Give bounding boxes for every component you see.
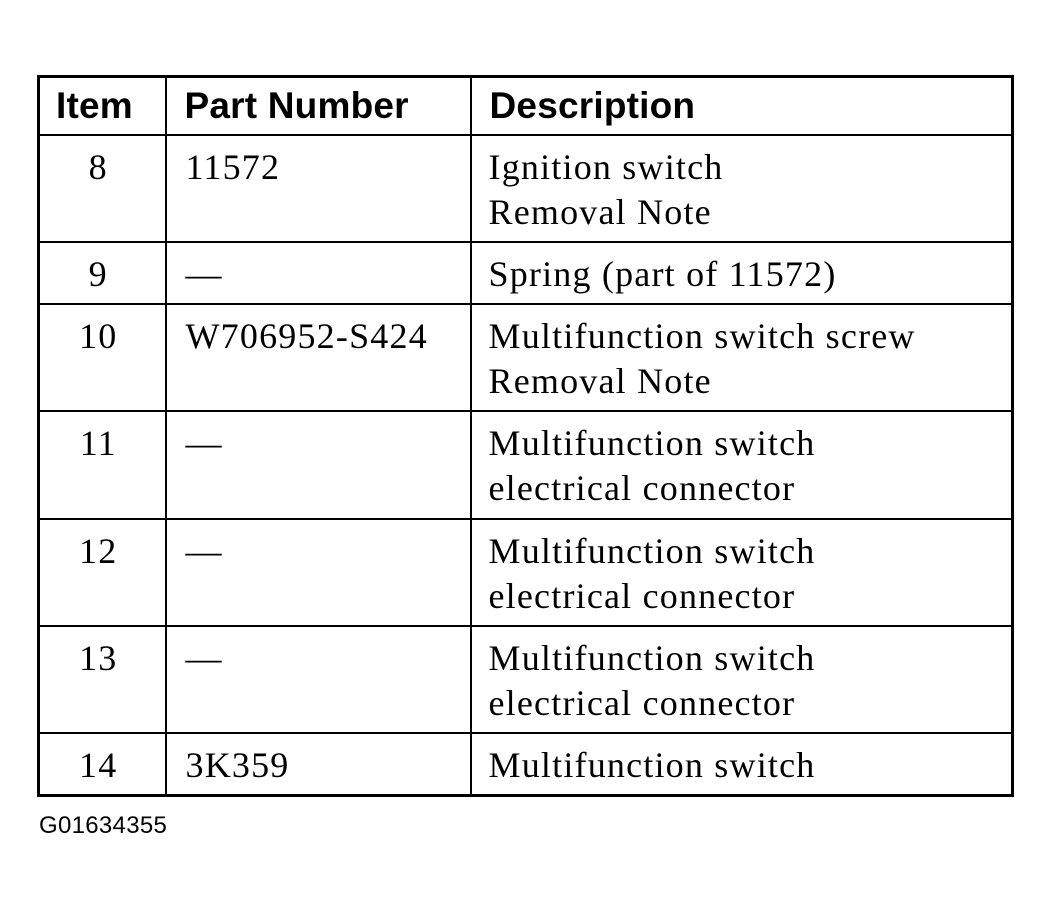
- description-line: Removal Note: [488, 192, 712, 232]
- header-part-number: Part Number: [164, 75, 472, 136]
- table-row: 8 11572 Ignition switch Removal Note: [37, 134, 1014, 243]
- description-cell: Ignition switch Removal Note: [469, 134, 1014, 243]
- description-cell: Multifunction switch electrical connecto…: [469, 625, 1014, 734]
- item-cell: 11: [37, 410, 167, 520]
- table-row: 13 — Multifunction switch electrical con…: [37, 625, 1014, 734]
- description-line: Multifunction switch: [488, 638, 816, 678]
- description-line: Multifunction switch: [488, 423, 816, 463]
- item-cell: 14: [37, 732, 167, 797]
- header-description: Description: [469, 75, 1014, 136]
- description-cell: Multifunction switch electrical connecto…: [469, 518, 1014, 627]
- part-number-cell: 3K359: [164, 732, 472, 797]
- description-line: Multifunction switch screw: [488, 316, 916, 356]
- item-cell: 12: [37, 518, 167, 627]
- item-cell: 8: [37, 134, 167, 243]
- figure-id: G01634355: [39, 812, 168, 839]
- item-cell: 10: [37, 303, 167, 412]
- part-number-cell: —: [164, 518, 472, 627]
- item-cell: 13: [37, 625, 167, 734]
- description-cell: Multifunction switch screw Removal Note: [469, 303, 1014, 412]
- description-line: Removal Note: [488, 361, 712, 401]
- table-row: 11 — Multifunction switch electrical con…: [37, 410, 1014, 520]
- table-row: 9 — Spring (part of 11572): [37, 241, 1014, 305]
- part-number-cell: —: [164, 241, 472, 305]
- description-line: Spring (part of 11572): [488, 254, 837, 294]
- table-row: 12 — Multifunction switch electrical con…: [37, 518, 1014, 627]
- description-line: electrical connector: [488, 576, 796, 616]
- description-line: Ignition switch: [488, 147, 724, 187]
- item-cell: 9: [37, 241, 167, 305]
- description-line: electrical connector: [488, 683, 796, 723]
- header-row: Item Part Number Description: [37, 75, 1014, 136]
- description-line: Multifunction switch: [488, 531, 816, 571]
- description-line: Multifunction switch: [488, 745, 816, 785]
- part-number-cell: 11572: [164, 134, 472, 243]
- description-cell: Multifunction switch: [469, 732, 1014, 797]
- description-line: electrical connector: [488, 468, 796, 508]
- part-number-cell: —: [164, 625, 472, 734]
- table-row: 14 3K359 Multifunction switch: [37, 732, 1014, 797]
- part-number-cell: W706952-S424: [164, 303, 472, 412]
- parts-table: Item Part Number Description 8 11572 Ign…: [37, 75, 1014, 797]
- description-cell: Spring (part of 11572): [469, 241, 1014, 305]
- part-number-cell: —: [164, 410, 472, 520]
- description-cell: Multifunction switch electrical connecto…: [469, 410, 1014, 520]
- table-row: 10 W706952-S424 Multifunction switch scr…: [37, 303, 1014, 412]
- header-item: Item: [37, 75, 167, 136]
